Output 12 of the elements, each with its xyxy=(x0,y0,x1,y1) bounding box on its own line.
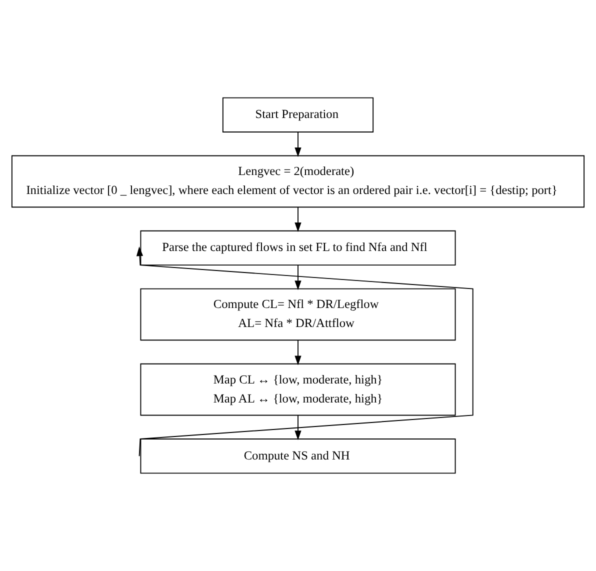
arrow xyxy=(294,414,302,440)
node-box: Compute CL= Nfl * DR/Legflow AL= Nfa * DR/Attflow xyxy=(140,288,456,341)
arrow xyxy=(294,264,302,290)
arrow xyxy=(136,246,474,457)
arrow xyxy=(294,132,302,158)
node-box: Lengvec = 2(moderate) Initialize vector [0 _ lengvec], where each element of vector is an ordered pair i.e. vector[i] = {destip; port} xyxy=(11,155,585,208)
arrow xyxy=(294,206,302,232)
node-box: Map CL ↔ {low, moderate, high} Map AL ↔ {low, moderate, high} xyxy=(140,363,456,416)
arrow xyxy=(294,340,302,366)
node-box: Parse the captured flows in set FL to find Nfa and Nfl xyxy=(140,230,456,266)
node-box: Compute NS and NH xyxy=(140,438,456,474)
node-box: Start Preparation xyxy=(222,97,374,132)
